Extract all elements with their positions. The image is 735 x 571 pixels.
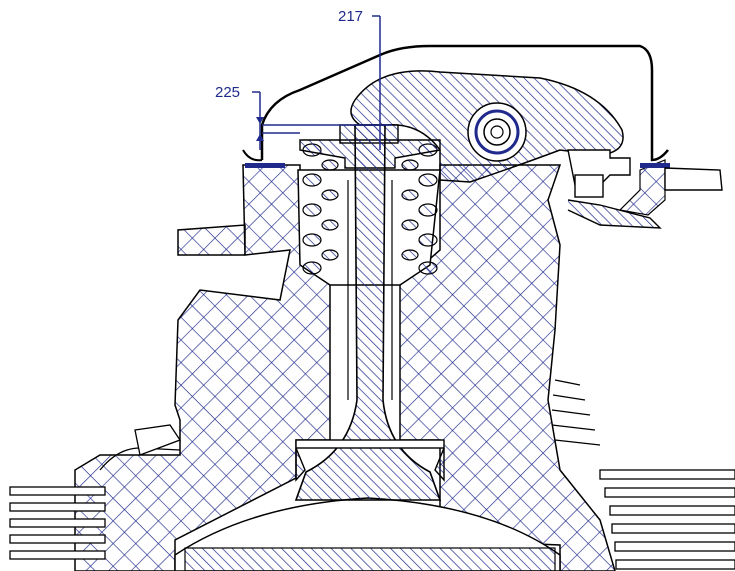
pushrod-guide bbox=[567, 149, 723, 229]
cover-gasket-left bbox=[245, 163, 285, 168]
rocker-cover bbox=[260, 44, 669, 162]
valve-seat bbox=[295, 439, 445, 482]
callout-225: 225 bbox=[215, 84, 392, 150]
valve bbox=[294, 124, 442, 501]
callout-217: 217 bbox=[338, 8, 381, 150]
valve-guide bbox=[347, 180, 393, 400]
cooling-fins-left bbox=[9, 424, 181, 560]
cover-gasket-right bbox=[640, 163, 670, 168]
cylinder-head-section bbox=[74, 159, 666, 571]
callout-225-label: 225 bbox=[215, 84, 240, 101]
callout-217-label: 217 bbox=[338, 8, 363, 25]
cooling-fins-right bbox=[551, 379, 735, 570]
rocker-shaft bbox=[467, 102, 527, 162]
piston-crown bbox=[174, 497, 561, 571]
